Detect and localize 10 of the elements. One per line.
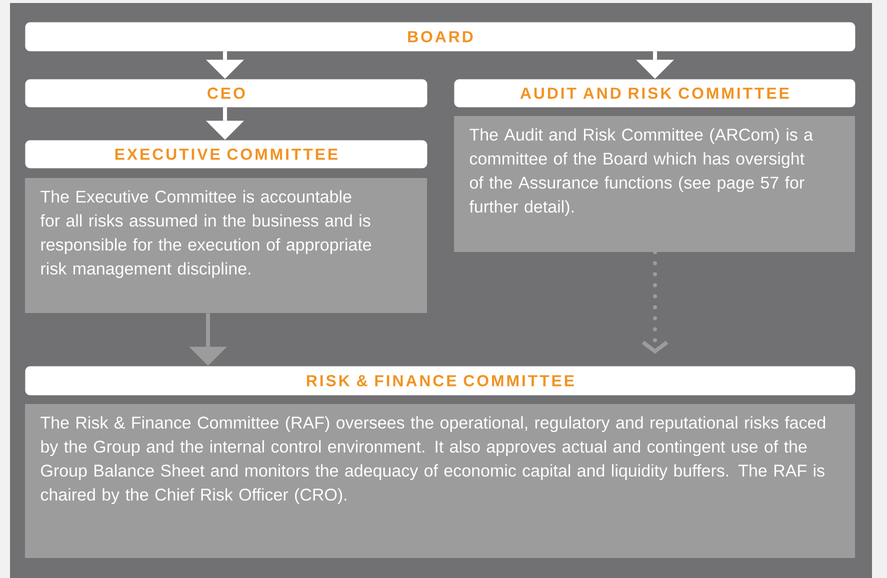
text-panel: The Audit and Risk Committee (ARCom) is a committee of the Board which has oversight of the Assurance functions (see page 57 for further detail).	[454, 116, 855, 252]
header-bar: RISK & FINANCE COMMITTEE	[25, 366, 856, 396]
pointer-arrow	[189, 313, 227, 366]
header-bar: BOARD	[25, 22, 856, 52]
text-panel: The Risk & Finance Committee (RAF) oversees the operational, regulatory and reputational risks faced by the Group and the internal control environment. It also approves actual and contingent use of the Group Balance Sheet and monitors the adequacy of economic capital and liquidity buffers. The RAF is chaired by the Chief Risk Officer (CRO).	[25, 404, 855, 558]
pointer-arrow	[636, 51, 674, 79]
pointer-arrow	[206, 51, 244, 79]
text-panel: The Executive Committee is accountable for all risks assumed in the business and is responsible for the execution of appropriate risk management discipline.	[25, 178, 427, 313]
dotted-arrow	[642, 250, 668, 354]
pointer-arrow	[206, 107, 244, 140]
